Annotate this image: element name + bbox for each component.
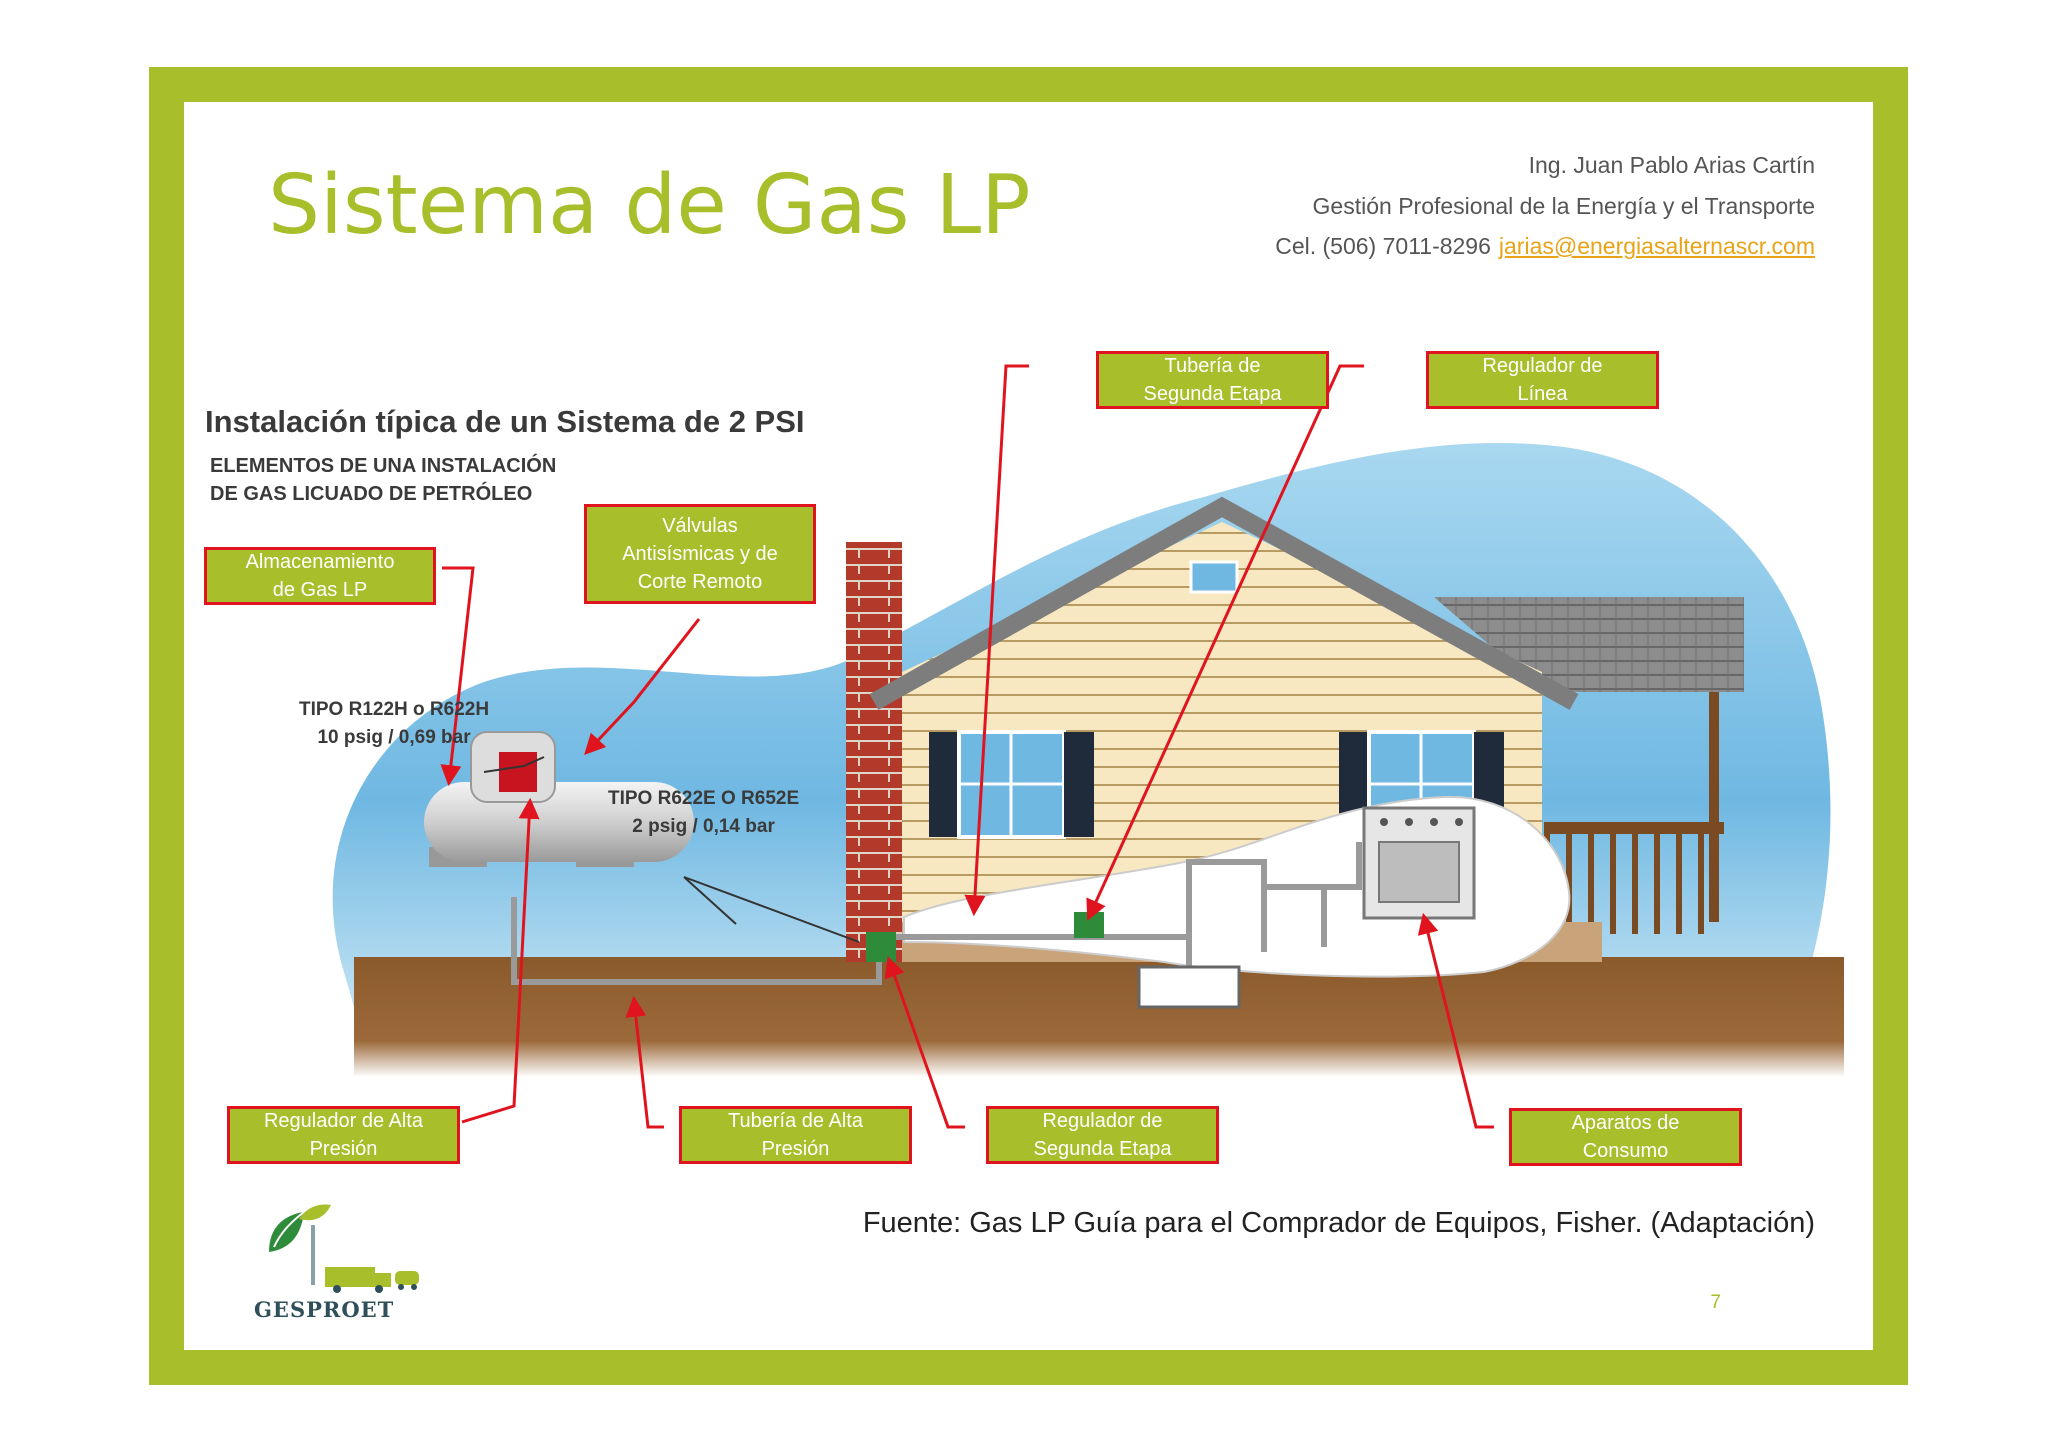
diagram-subheading-1: ELEMENTOS DE UNA INSTALACIÓN [210, 455, 557, 477]
window-left [929, 730, 1094, 839]
callout-arrows [440, 364, 1494, 1129]
source-citation: Fuente: Gas LP Guía para el Comprador de… [862, 1207, 1815, 1239]
author-name: Ing. Juan Pablo Arias Cartín [1528, 152, 1815, 178]
chimney [846, 542, 902, 962]
slide-title: Sistema de Gas LP [268, 158, 1031, 253]
second-stage-regulator [866, 932, 896, 962]
house-gable [902, 522, 1542, 672]
page-number: 7 [1710, 1292, 1721, 1313]
phone-number: Cel. (506) 7011-8296 [1275, 233, 1491, 259]
furnace [1137, 965, 1241, 1009]
truck-icon [325, 1267, 375, 1287]
diagram-subheading-2: DE GAS LICUADO DE PETRÓLEO [210, 483, 533, 505]
gas-system-diagram [332, 364, 1844, 1129]
diagram-heading: Instalación típica de un Sistema de 2 PS… [205, 404, 805, 439]
lp-tank [424, 731, 694, 867]
ground [354, 957, 1844, 1077]
contact-line: Cel. (506) 7011-8296 jarias@energiasalter… [1275, 233, 1815, 260]
slide-frame: Sistema de Gas LP Ing. Juan Pablo Arias … [149, 67, 1908, 1385]
email-link[interactable]: jarias@energiasalternascr.com [1498, 233, 1815, 259]
high-pressure-spec: TIPO R122H o R622H 10 psig / 0,69 bar [299, 699, 490, 748]
slide-content: Sistema de Gas LP Ing. Juan Pablo Arias … [184, 102, 1873, 1350]
second-stage-spec: TIPO R622E O R652E 2 psig / 0,14 bar [608, 788, 800, 837]
car-icon [395, 1271, 419, 1285]
gesproet-logo [269, 1204, 419, 1293]
logo-text: GESPROET [254, 1297, 395, 1322]
porch-roof [1434, 597, 1744, 692]
stove-appliance [1362, 806, 1476, 920]
leaf-icon [269, 1212, 304, 1252]
author-org: Gestión Profesional de la Energía y el T… [1312, 193, 1815, 219]
